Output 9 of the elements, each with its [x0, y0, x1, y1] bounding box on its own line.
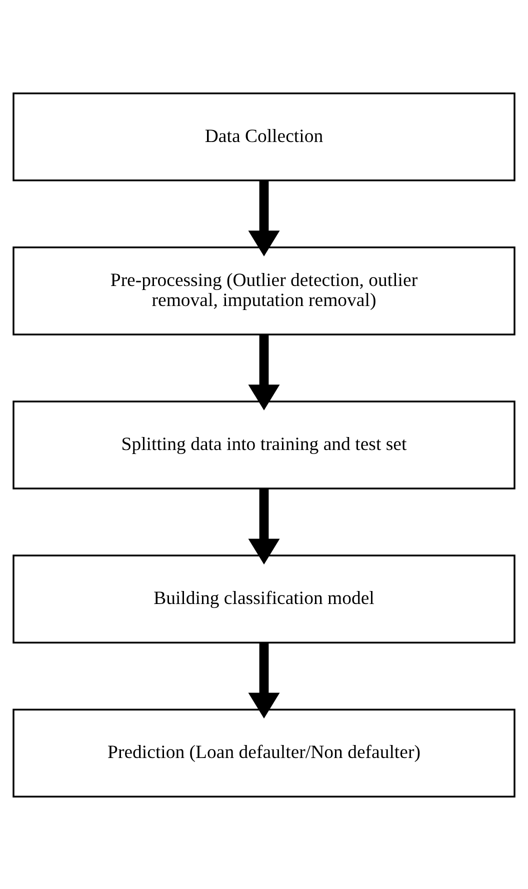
- node-box: Splitting data into training and test set: [12, 400, 516, 489]
- node-box: Data Collection: [12, 92, 516, 181]
- arrow: [248, 180, 280, 256]
- arrow: [248, 334, 280, 410]
- node-box: Prediction (Loan defaulter/Non defaulter): [12, 708, 516, 797]
- node-box: Building classification model: [12, 554, 516, 643]
- arrow: [248, 642, 280, 718]
- node-box: Pre-processing (Outlier detection, outlier removal, imputation removal): [12, 246, 516, 335]
- arrow: [248, 488, 280, 564]
